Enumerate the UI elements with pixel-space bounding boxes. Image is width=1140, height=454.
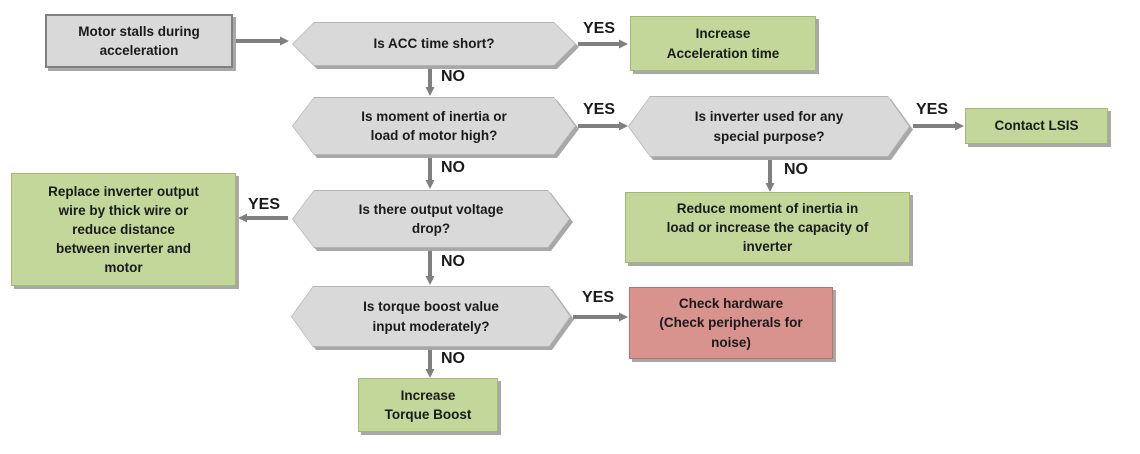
edge-label-yes-torque: YES <box>582 289 615 306</box>
action-replace-output-wire: Replace inverter output wire by thick wi… <box>11 173 236 286</box>
decision-acc-time-text: Is ACC time short? <box>373 36 495 52</box>
decision-output-voltage-drop-text: Is there output voltage drop? <box>358 201 504 236</box>
edge-label-yes-voltage: YES <box>248 196 281 213</box>
decision-acc-time: Is ACC time short? <box>292 22 576 66</box>
decision-moment-of-inertia: Is moment of inertia or load of motor hi… <box>292 97 576 155</box>
action-reduce-inertia-capacity: Reduce moment of inertia in load or incr… <box>625 192 910 263</box>
decision-output-voltage-drop-fill <box>293 191 569 247</box>
decision-torque-boost: Is torque boost value input moderately? <box>291 286 571 347</box>
edge-label-no-special: NO <box>784 161 808 178</box>
edge-label-no-inertia: NO <box>441 159 465 176</box>
decision-torque-boost-text: Is torque boost value input moderately? <box>363 299 499 334</box>
decision-output-voltage-drop: Is there output voltage drop? <box>292 190 570 248</box>
action-increase-acceleration-time: Increase Acceleration time <box>630 16 816 71</box>
action-contact-lsis: Contact LSIS <box>965 108 1108 144</box>
edge-label-yes-special: YES <box>916 101 949 118</box>
decision-moment-of-inertia-text: Is moment of inertia or load of motor hi… <box>361 108 507 143</box>
decision-moment-of-inertia-fill <box>293 98 575 154</box>
edge-label-no-voltage: NO <box>441 253 465 270</box>
decision-inverter-special-purpose: Is inverter used for any special purpose… <box>628 96 910 157</box>
action-increase-torque-boost: Increase Torque Boost <box>358 378 498 432</box>
decision-torque-boost-fill <box>292 287 570 346</box>
decision-inverter-special-purpose-fill <box>629 97 909 156</box>
edge-label-yes-acc: YES <box>583 20 616 37</box>
edge-label-yes-inertia: YES <box>583 101 616 118</box>
edge-label-no-acc: NO <box>441 68 465 85</box>
decision-inverter-special-purpose-text: Is inverter used for any special purpose… <box>694 109 844 144</box>
start-node: Motor stalls during acceleration <box>45 14 233 68</box>
alert-check-hardware: Check hardware (Check peripherals for no… <box>629 287 833 359</box>
decision-acc-time-fill <box>293 23 575 65</box>
edge-label-no-torque: NO <box>441 350 465 367</box>
